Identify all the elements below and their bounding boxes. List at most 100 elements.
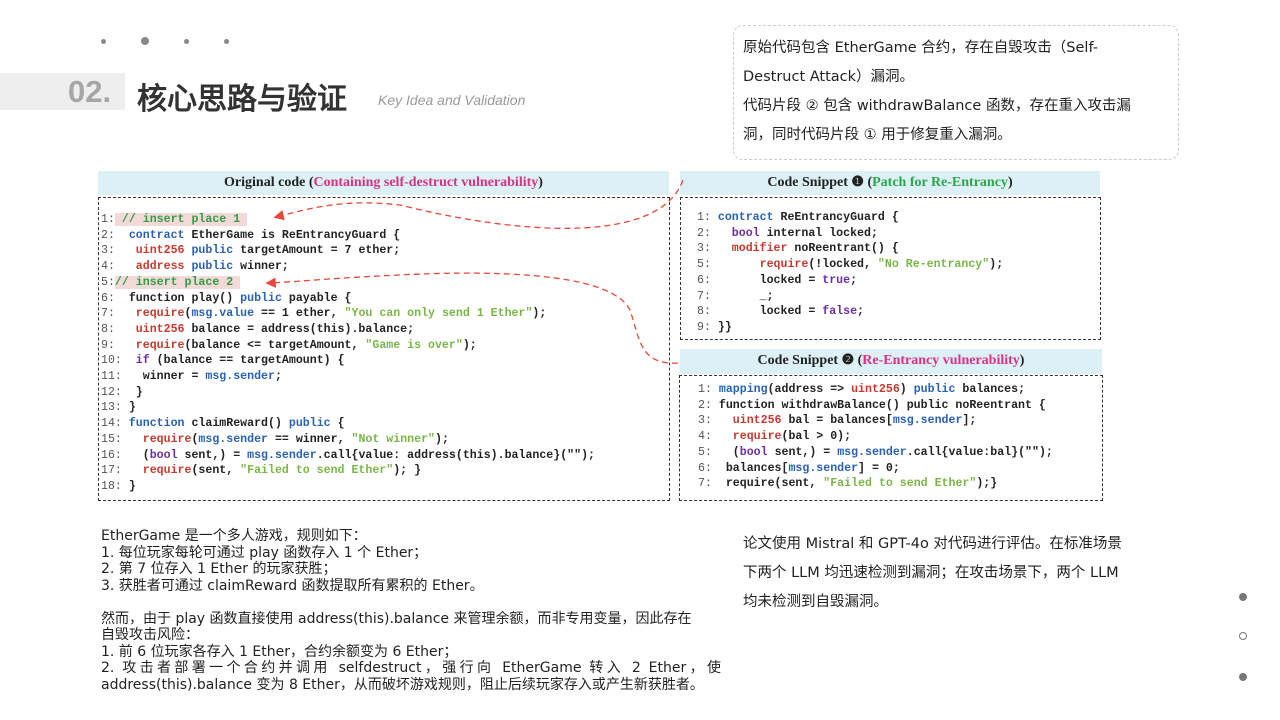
line-number: 9: xyxy=(697,320,711,334)
page-dot[interactable] xyxy=(1239,593,1247,601)
text-line: 下两个 LLM 均迅速检测到漏洞；在攻击场景下，两个 LLM xyxy=(743,565,1119,581)
code-line: 5: (bool sent,) = msg.sender.call{value:… xyxy=(698,445,1053,461)
code-token: function xyxy=(128,417,185,431)
spacer xyxy=(101,594,721,611)
code-line: 7: require(msg.value == 1 ether, "You ca… xyxy=(101,306,595,322)
code-line: 6: balances[msg.sender] = 0; xyxy=(698,461,1053,477)
code-token: ); xyxy=(532,307,547,321)
caption-highlight: Patch for Re-Entrancy xyxy=(872,175,1008,190)
line-number: 12: xyxy=(101,385,122,399)
code-token: == winner, xyxy=(268,432,352,446)
code-token: ( xyxy=(184,307,192,321)
code-content: address public winner; xyxy=(115,260,289,273)
text-line: 1. 每位玩家每轮可通过 play 函数存入 1 个 Ether； xyxy=(101,544,428,561)
code-token: balance = address(this).balance; xyxy=(184,322,415,336)
code-token: winner = xyxy=(121,370,206,384)
code-token: _; xyxy=(710,289,774,303)
code-token: false xyxy=(822,305,858,319)
line-number: 5: xyxy=(101,275,115,289)
code-token: require xyxy=(759,258,809,272)
code-token: ; xyxy=(850,273,858,287)
code-token: ]; xyxy=(962,414,977,428)
page-title: 核心思路与验证 xyxy=(137,82,347,117)
line-number: 2: xyxy=(101,228,115,242)
code-token: require xyxy=(142,464,192,478)
code-token: bool xyxy=(731,226,760,240)
decor-dot xyxy=(141,37,149,45)
text-line: 2. 第 7 位存入 1 Ether 的玩家获胜； xyxy=(101,561,337,577)
code-line: 7: _; xyxy=(697,289,1003,305)
page-subtitle: Key Idea and Validation xyxy=(378,92,526,108)
line-number: 13: xyxy=(101,401,122,415)
code-token: uint256 xyxy=(135,322,185,336)
code-content: locked = true; xyxy=(711,274,857,287)
caption-text: ) xyxy=(538,175,543,190)
code-line: 6: locked = true; xyxy=(697,273,1003,289)
code-token: }} xyxy=(710,320,732,334)
code-content: locked = false; xyxy=(711,305,864,318)
code-line: 17: require(sent, "Failed to send Ether"… xyxy=(101,463,595,479)
code-token: msg.value xyxy=(191,307,255,321)
code-content: winner = msg.sender; xyxy=(122,370,282,383)
line-number: 1: xyxy=(101,213,115,226)
line-number: 10: xyxy=(101,354,122,368)
code-token: ( xyxy=(121,448,150,462)
original-code-box xyxy=(98,197,670,501)
line-number: 8: xyxy=(697,305,711,319)
code-token: msg.sender xyxy=(788,461,859,475)
code-content: mapping(address => uint256) public balan… xyxy=(712,383,1025,396)
code-token: } xyxy=(121,479,136,493)
code-content: } xyxy=(122,401,136,414)
code-line: 3: uint256 public targetAmount = 7 ether… xyxy=(101,243,595,259)
decor-dot xyxy=(101,39,106,44)
arrow-snippet2-to-place2 xyxy=(265,272,679,364)
line-number: 6: xyxy=(101,291,115,305)
code-token: noReentrant() { xyxy=(787,242,899,256)
code-token: (!locked, xyxy=(808,258,878,272)
line-number: 7: xyxy=(101,307,115,321)
code-token: uint256 xyxy=(851,383,900,396)
code-line: 5: require(!locked, "No Re-entrancy"); xyxy=(697,257,1003,273)
section-number: 02. xyxy=(68,74,112,109)
code-token: uint256 xyxy=(135,244,185,258)
code-content: require(sent, "Failed to send Ether");} xyxy=(712,477,997,490)
code-line: 1: contract ReEntrancyGuard { xyxy=(697,210,1003,226)
code-line: 7: require(sent, "Failed to send Ether")… xyxy=(698,476,1053,492)
code-token: (bal > 0); xyxy=(781,430,852,444)
code-token: "Failed to send Ether" xyxy=(823,477,977,491)
code-token: bool xyxy=(149,448,178,462)
text-line: 论文使用 Mistral 和 GPT-4o 对代码进行评估。在标准场景 xyxy=(743,536,1122,552)
code-token: function withdrawBalance() public noReen… xyxy=(711,398,1046,412)
code-line: 8: uint256 balance = address(this).balan… xyxy=(101,322,595,338)
code-line: 8: locked = false; xyxy=(697,304,1003,320)
code-line: 2: function withdrawBalance() public noR… xyxy=(698,398,1053,414)
code-token: require xyxy=(732,430,782,444)
caption-highlight: Containing self-destruct vulnerability xyxy=(313,175,539,190)
code-token: require(sent, xyxy=(711,477,824,491)
snippet1-code: 1: contract ReEntrancyGuard {2: bool int… xyxy=(697,210,1003,336)
code-line: 11: winner = msg.sender; xyxy=(101,369,595,385)
code-token: public xyxy=(191,244,234,258)
line-number: 18: xyxy=(101,479,122,493)
code-content: _; xyxy=(711,290,774,303)
page-dot[interactable] xyxy=(1239,673,1247,681)
code-content: uint256 bal = balances[msg.sender]; xyxy=(712,414,977,428)
code-token: true xyxy=(822,273,851,287)
page-dot-active[interactable] xyxy=(1239,632,1247,640)
code-token: public xyxy=(191,260,234,274)
code-content: require(!locked, "No Re-entrancy"); xyxy=(711,258,1004,272)
original-code-caption: Original code (Containing self-destruct … xyxy=(98,171,669,195)
code-content: } xyxy=(122,386,143,399)
code-line: 1: // insert place 1 xyxy=(101,212,595,228)
decor-dot xyxy=(184,39,189,44)
code-token: ReEntrancyGuard { xyxy=(773,211,899,224)
code-line: 18: } xyxy=(101,479,595,495)
code-token: require xyxy=(142,432,192,446)
code-content: function withdrawBalance() public noReen… xyxy=(712,399,1046,412)
code-line: 15: require(msg.sender == winner, "Not w… xyxy=(101,432,595,448)
code-token: ); } xyxy=(393,464,422,478)
code-token: sent,) = xyxy=(177,448,248,462)
code-line: 2: bool internal locked; xyxy=(697,226,1003,242)
code-content: uint256 balance = address(this).balance; xyxy=(115,323,414,336)
